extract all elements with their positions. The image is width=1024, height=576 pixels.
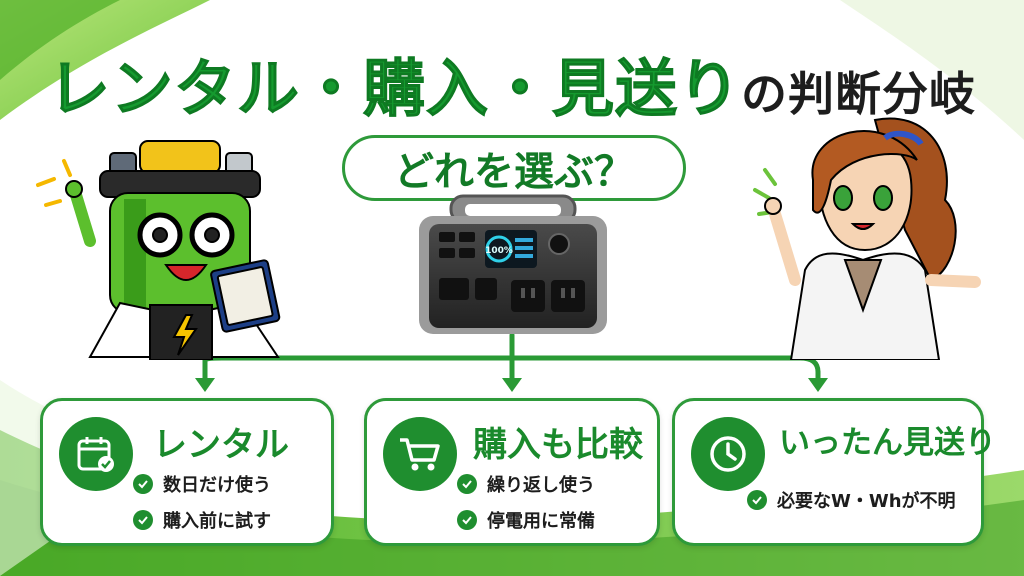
- clock-icon: [691, 417, 765, 491]
- skip-title: いったん見送り: [779, 425, 996, 461]
- purchase-card: 購入も比較 繰り返し使う 停電用に常備: [364, 398, 660, 546]
- list-item: 繰り返し使う: [457, 469, 595, 499]
- rental-card: レンタル 数日だけ使う 購入前に試す: [40, 398, 334, 546]
- calendar-check-icon: [59, 417, 133, 491]
- title-main: レンタル・購入・見送り: [47, 52, 741, 126]
- power-station-image: 100%: [419, 194, 607, 334]
- title-sub: の判断分岐: [741, 67, 976, 121]
- point-text: 必要なW・Whが不明: [777, 491, 956, 512]
- robot-scientist-illustration: [36, 140, 281, 360]
- skip-points: 必要なW・Whが不明: [747, 485, 956, 521]
- check-icon: [133, 510, 153, 530]
- point-text: 繰り返し使う: [487, 475, 595, 496]
- page-title: レンタル・購入・見送りの判断分岐: [0, 38, 1024, 128]
- check-icon: [457, 474, 477, 494]
- shopping-cart-icon: [383, 417, 457, 491]
- list-item: 購入前に試す: [133, 505, 271, 535]
- check-icon: [133, 474, 153, 494]
- purchase-title: 購入も比較: [473, 425, 643, 465]
- girl-scientist-illustration: [753, 117, 981, 360]
- list-item: 必要なW・Whが不明: [747, 485, 956, 515]
- rental-points: 数日だけ使う 購入前に試す: [133, 469, 271, 541]
- check-icon: [747, 490, 767, 510]
- rental-title: レンタル: [153, 425, 289, 465]
- point-text: 数日だけ使う: [163, 475, 271, 496]
- display-readout: 100%: [485, 246, 513, 256]
- check-icon: [457, 510, 477, 530]
- purchase-points: 繰り返し使う 停電用に常備: [457, 469, 595, 541]
- skip-card: いったん見送り 必要なW・Whが不明: [672, 398, 996, 546]
- list-item: 数日だけ使う: [133, 469, 271, 499]
- point-text: 停電用に常備: [487, 511, 595, 532]
- question-bubble: どれを選ぶ？: [342, 135, 686, 201]
- point-text: 購入前に試す: [163, 511, 271, 532]
- list-item: 停電用に常備: [457, 505, 595, 535]
